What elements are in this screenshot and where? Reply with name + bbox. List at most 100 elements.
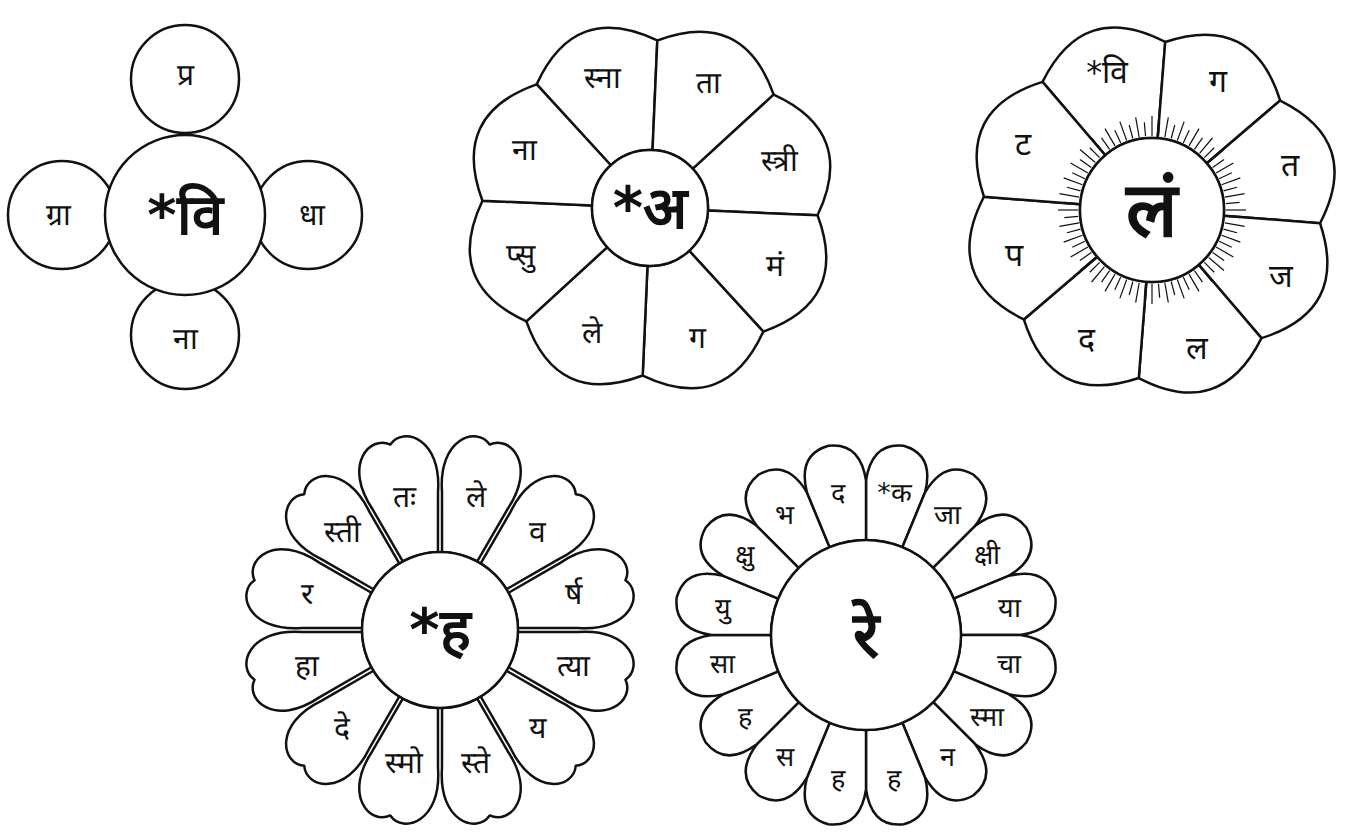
lotus-petal-shape (643, 251, 764, 388)
petal-circle-shape (131, 25, 239, 133)
lotus-petal: र्ष (501, 513, 651, 645)
lotus-petal-shape (866, 723, 927, 825)
lotus-petal: ह (853, 717, 957, 832)
lotus-petal-outline (685, 49, 864, 237)
petal-syllable: यु (715, 593, 731, 620)
petal-circle: धा (251, 158, 365, 272)
lotus-petal: स्ते (425, 691, 557, 832)
petal-syllable: धा (299, 200, 325, 230)
seed-syllable: रे (853, 603, 879, 667)
petal-syllable: जा (934, 500, 961, 527)
petal-syllable: ह (831, 765, 845, 792)
lotus-petal-shape (805, 445, 866, 547)
petal-syllable: व (529, 517, 546, 547)
seed-syllable: *ह (409, 601, 470, 659)
petal-syllable: ट (1015, 128, 1031, 160)
seed-circle: *वि (102, 132, 268, 298)
halo-ray (1226, 209, 1246, 210)
lotus-petal-shape (470, 201, 607, 322)
lotus-petal-shape (442, 699, 521, 824)
petal-syllable: ले (582, 318, 602, 348)
petal-syllable: ले (466, 482, 486, 512)
petal-syllable: त्या (557, 651, 590, 681)
lotus-petal: ना (435, 38, 618, 220)
petal-syllable: ग्रा (46, 200, 71, 230)
lotus-petal: या (948, 543, 1079, 647)
lotus-petal-shape (676, 635, 778, 696)
halo-ray (1151, 284, 1152, 304)
petal-syllable: स्त्री (761, 146, 798, 176)
lotus-petal-shape (954, 574, 1056, 635)
seed-syllable: *वि (147, 187, 222, 243)
petal-syllable: र्ष (565, 579, 582, 609)
halo-ray (1151, 116, 1152, 136)
petal-syllable: न (940, 743, 955, 770)
seed-syllable: लं (1126, 172, 1178, 248)
lotus-petal-shape (509, 549, 634, 628)
petal-syllable: चा (997, 650, 1021, 677)
petal-syllable: स्मो (385, 748, 423, 778)
petal-syllable: *वि (1086, 56, 1128, 88)
petal-syllable: *क (877, 478, 912, 505)
petal-syllable: प (1005, 239, 1023, 271)
lotus-petal-shape (286, 476, 399, 589)
petal-syllable: स्ना (584, 63, 621, 93)
seed-circle: *अ (589, 147, 711, 269)
lotus-petal: स्त्री (685, 49, 864, 237)
petal-syllable: स्ती (324, 517, 361, 547)
petal-syllable: ना (512, 135, 537, 165)
petal-syllable: प्सु (506, 240, 535, 270)
petal-syllable: द (1078, 323, 1095, 355)
petal-syllable: ग (689, 323, 706, 353)
lotus-petal-shape (1139, 265, 1262, 393)
petal-syllable: क्षु (735, 540, 754, 567)
petal-syllable: स्मा (970, 703, 1004, 730)
lotus-petal-outline (228, 615, 378, 747)
petal-syllable: ज (1269, 260, 1293, 292)
lotus-petal-shape (977, 82, 1106, 205)
seed-circle-shape (105, 135, 265, 295)
petal-syllable: ह (887, 765, 901, 792)
petal-syllable: य (529, 713, 546, 743)
lotus-petal-shape (474, 84, 611, 205)
lotus-petal: हा (228, 615, 378, 747)
lotus-petal-outline (425, 691, 557, 832)
seed-circle-shape (1080, 138, 1224, 282)
petal-syllable: र (301, 579, 313, 609)
seed-circle-shape (771, 540, 961, 730)
lotus-petal-outline (435, 38, 618, 220)
halo-ray (1058, 209, 1078, 210)
petal-syllable: ह (738, 703, 752, 730)
seed-circle-shape (362, 552, 518, 708)
petal-syllable: हा (295, 651, 319, 681)
petal-syllable: ग (1209, 65, 1227, 97)
seed-circle: रे (768, 537, 964, 733)
petal-syllable: ल (1186, 332, 1208, 364)
petal-syllable: दे (334, 713, 350, 743)
petal-circle-shape (8, 161, 116, 269)
petal-syllable: प्र (177, 60, 194, 90)
lotus-petal-shape (969, 197, 1097, 320)
petal-syllable: भ (775, 500, 794, 527)
petal-circle: ग्रा (5, 158, 119, 272)
petal-syllable: स्ते (461, 748, 490, 778)
petal-syllable: द (831, 478, 845, 505)
petal-circle-shape (131, 281, 239, 389)
lotus-petal-outline (853, 717, 957, 832)
lotus-petal-shape (693, 95, 830, 216)
seed-syllable: *अ (613, 179, 687, 237)
petal-syllable: या (998, 593, 1021, 620)
petal-circle-shape (254, 161, 362, 269)
lotus-petal-shape (246, 632, 371, 711)
seed-circle: लं (1077, 135, 1227, 285)
petal-syllable: सा (710, 650, 735, 677)
petal-syllable: ता (696, 68, 721, 98)
seed-circle: *ह (359, 549, 521, 711)
petal-circle: प्र (128, 22, 242, 136)
petal-syllable: स (776, 743, 794, 770)
lotus-petal: सा (653, 622, 784, 726)
lotus-petal-shape (1207, 101, 1335, 224)
lotus-petal-outline (774, 422, 878, 553)
petal-syllable: ना (173, 324, 198, 354)
